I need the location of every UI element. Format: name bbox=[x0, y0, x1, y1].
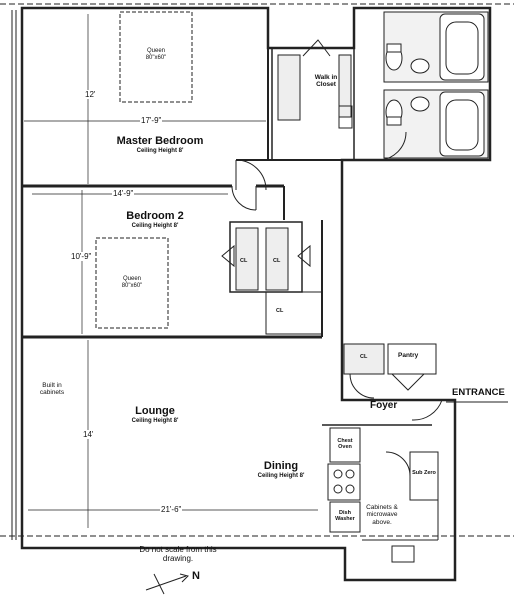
bedroom2-bed-size: 80"x60" bbox=[121, 282, 143, 289]
dining-ceiling: Ceiling Height 8' bbox=[257, 472, 305, 479]
north-arrow bbox=[145, 575, 187, 591]
bathtub-lower bbox=[439, 91, 485, 157]
closet-label-2: CL bbox=[273, 258, 281, 264]
bathtub-upper bbox=[439, 13, 485, 81]
foyer-closet-label: CL bbox=[360, 354, 368, 360]
queen-bed-master bbox=[119, 11, 193, 103]
pantry-label: Pantry bbox=[398, 352, 419, 359]
walk-in-closet-label: Walk in Closet bbox=[314, 74, 338, 89]
built-in-cabinets-label: Built in cabinets bbox=[39, 382, 65, 397]
cl-closet-box bbox=[265, 291, 323, 335]
scale-note: Do not scale from this drawing. bbox=[139, 545, 217, 564]
bedroom2-label: Bedroom 2 Ceiling Height 8' bbox=[105, 210, 205, 230]
master-bedroom-label: Master Bedroom Ceiling Height 8' bbox=[100, 135, 220, 155]
master-bed-label: Queen bbox=[146, 48, 165, 54]
kitchen-sink bbox=[391, 545, 415, 563]
dish-washer-label: Dish Washer bbox=[335, 510, 355, 523]
pantry-box bbox=[387, 343, 437, 375]
bedroom2-ceiling: Ceiling Height 8' bbox=[131, 222, 179, 229]
dining-name: Dining bbox=[263, 460, 299, 472]
lounge-ceiling: Ceiling Height 8' bbox=[131, 417, 179, 424]
lounge-label: Lounge Ceiling Height 8' bbox=[110, 405, 200, 425]
cabinets-label: Cabinets & microwave above. bbox=[366, 504, 398, 526]
cooktop bbox=[327, 463, 361, 501]
dish-washer-box bbox=[329, 501, 361, 533]
queen-bed-bed2 bbox=[95, 237, 169, 329]
lounge-name: Lounge bbox=[135, 405, 175, 417]
bedroom2-name: Bedroom 2 bbox=[126, 210, 184, 222]
north-label: N bbox=[192, 570, 200, 582]
door-foyer-closet bbox=[349, 373, 375, 399]
closet-label-3: CL bbox=[276, 308, 284, 314]
walk-in-closet-box bbox=[271, 47, 355, 161]
master-bed-text: Queen 80"x60" bbox=[130, 48, 182, 62]
closet-label-1: CL bbox=[240, 258, 248, 264]
sink-upper bbox=[410, 58, 430, 74]
bedroom2-width-dimension: 14'-9" bbox=[112, 189, 135, 199]
foyer-label: Foyer bbox=[370, 400, 398, 411]
dining-label: Dining Ceiling Height 8' bbox=[236, 460, 326, 480]
sink-lower bbox=[410, 96, 430, 112]
chest-oven-box bbox=[329, 427, 361, 463]
master-bedroom-ceiling: Ceiling Height 8' bbox=[136, 147, 184, 154]
foyer-closet bbox=[343, 343, 385, 375]
master-width-dimension: 17'-9" bbox=[140, 116, 163, 126]
master-depth-dimension: 12' bbox=[84, 90, 97, 100]
lounge-width-dimension: 21'-6" bbox=[160, 505, 183, 515]
master-bed-size: 80"x60" bbox=[145, 54, 167, 61]
bedroom2-depth-dimension: 10'-9" bbox=[70, 252, 93, 262]
sub-zero-label: Sub Zero bbox=[412, 470, 436, 476]
door-bed2 bbox=[231, 185, 257, 211]
bedroom2-bed-label: Queen bbox=[122, 276, 141, 282]
bedroom2-bed-text: Queen 80"x60" bbox=[106, 276, 158, 290]
door-bath bbox=[377, 131, 407, 161]
lounge-depth-dimension: 14' bbox=[82, 430, 95, 440]
master-bedroom-name: Master Bedroom bbox=[116, 135, 204, 147]
door-master bbox=[235, 159, 267, 191]
entrance-label: ENTRANCE bbox=[452, 387, 505, 398]
chest-oven-label: Chest Oven bbox=[337, 438, 353, 451]
door-entrance bbox=[411, 399, 443, 421]
